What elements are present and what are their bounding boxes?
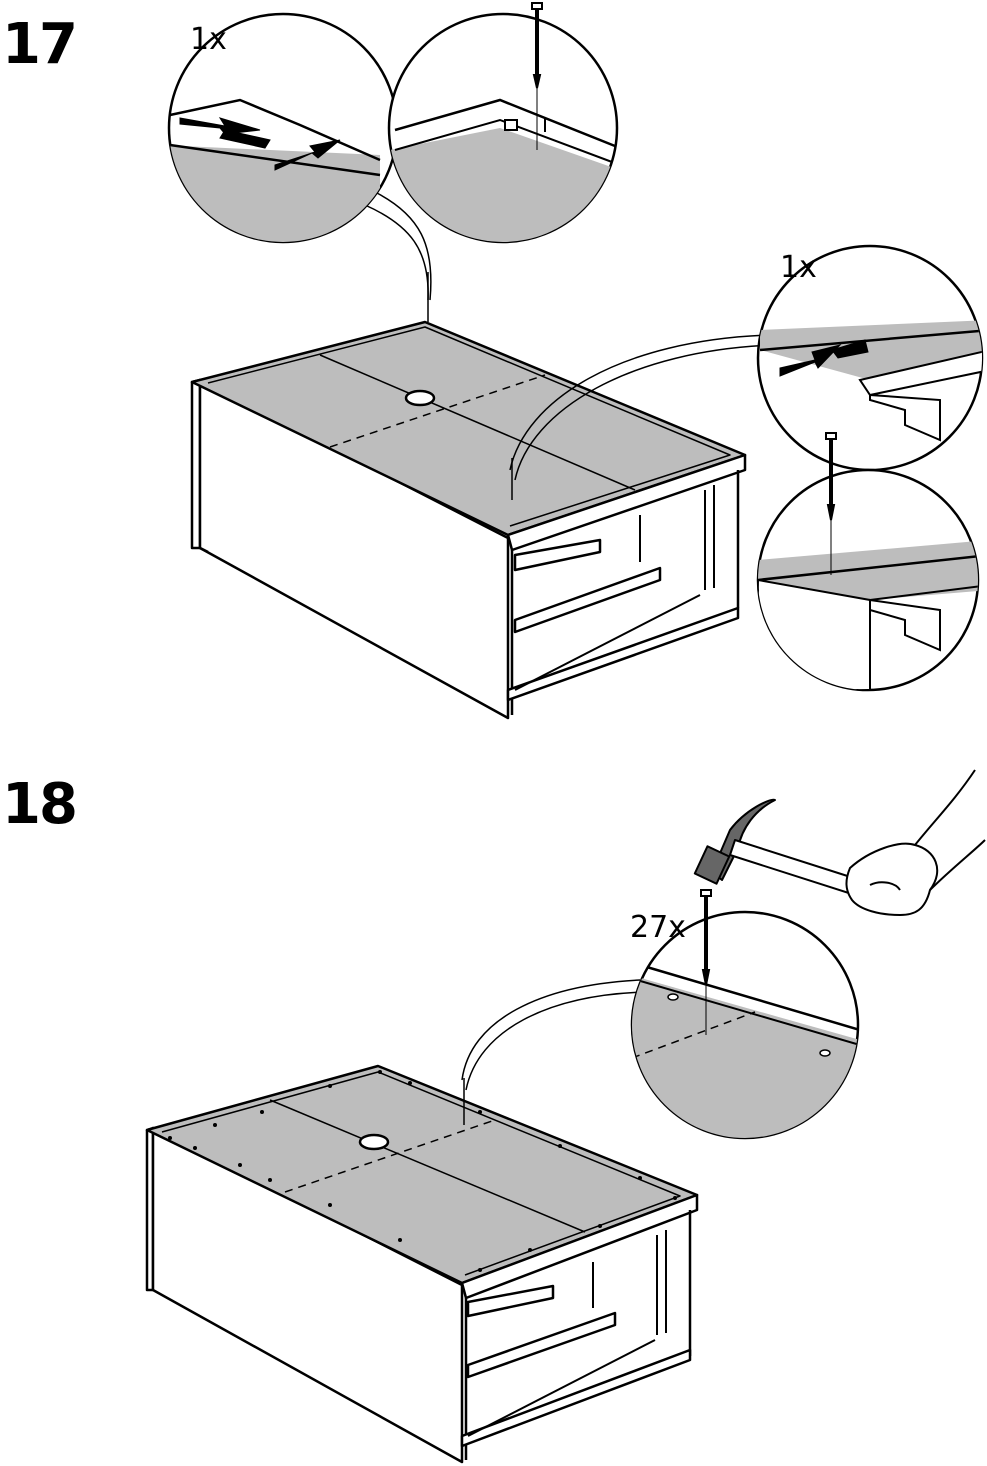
hand-icon xyxy=(846,770,985,915)
quantity-label-top-left: 1x xyxy=(190,22,227,57)
detail-circle-2 xyxy=(389,3,620,250)
step18-callout-leader xyxy=(462,980,645,1125)
step-number-17: 17 xyxy=(2,12,76,77)
step17-cabinet xyxy=(192,322,745,718)
step-number-18: 18 xyxy=(2,772,76,837)
step18-cabinet xyxy=(147,1066,697,1462)
hammer-icon xyxy=(695,800,860,895)
quantity-label-step18: 27x xyxy=(630,910,686,945)
detail-circle-4 xyxy=(758,433,987,690)
quantity-label-right: 1x xyxy=(780,250,817,285)
